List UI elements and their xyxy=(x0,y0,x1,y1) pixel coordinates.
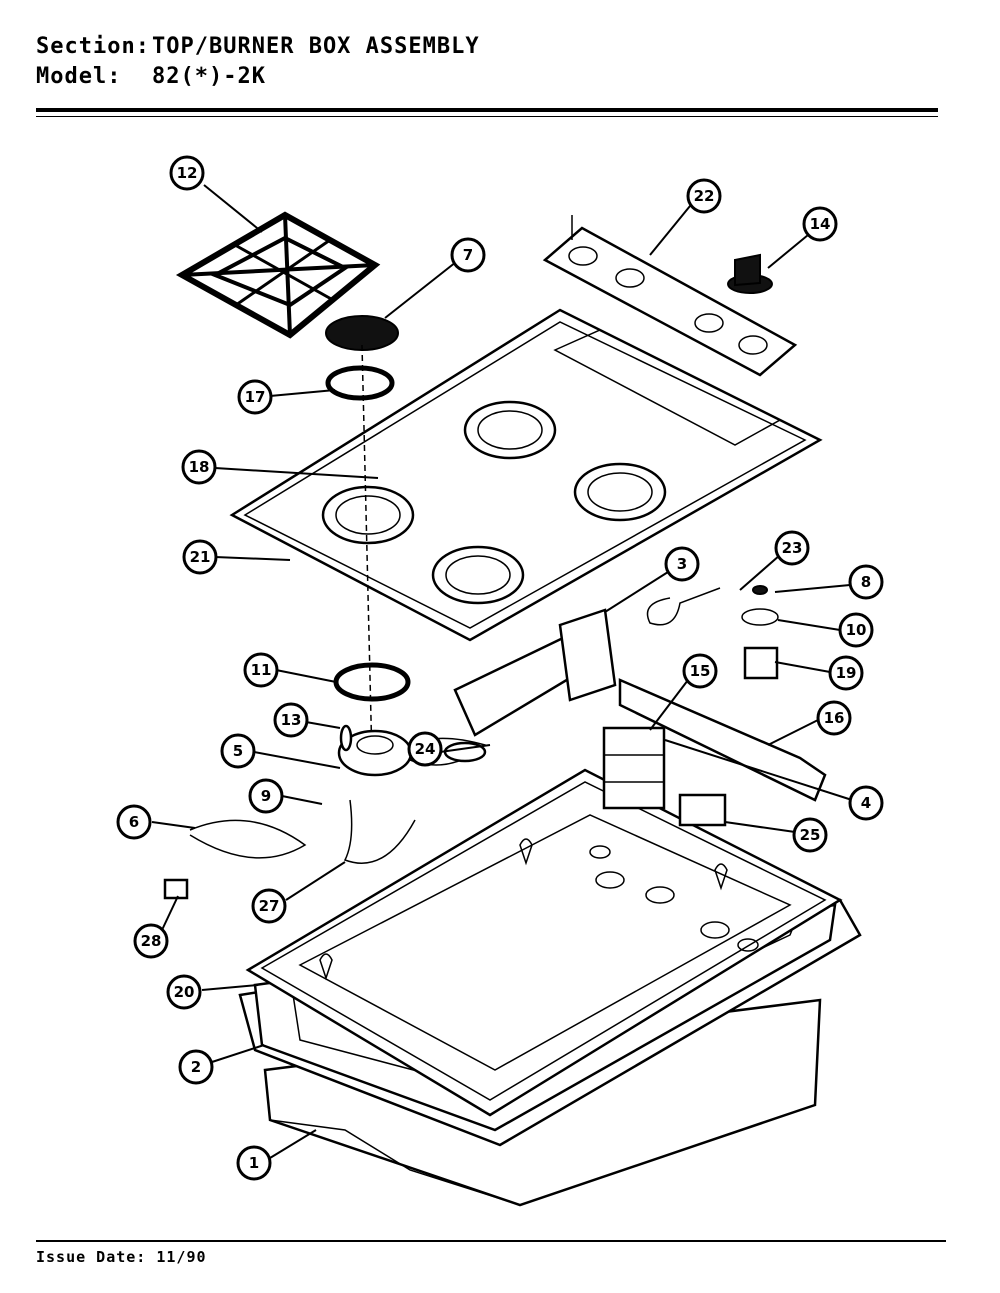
assembly-axis xyxy=(361,344,373,761)
issue-date-label: Issue Date: xyxy=(36,1248,147,1266)
svg-text:18: 18 xyxy=(189,458,210,476)
svg-text:5: 5 xyxy=(233,742,243,760)
callout-28: 28 xyxy=(133,923,169,959)
burner-gasket xyxy=(333,662,411,702)
svg-text:6: 6 xyxy=(129,813,139,831)
svg-text:13: 13 xyxy=(281,711,302,729)
page-footer: Issue Date: 11/90 xyxy=(36,1248,207,1266)
manifold-bracket xyxy=(453,608,827,802)
model-number: 82(*)-2K xyxy=(152,64,266,89)
cooktop xyxy=(229,308,823,642)
callout-10: 10 xyxy=(838,612,874,648)
callout-20: 20 xyxy=(166,974,202,1010)
footer-rule xyxy=(36,1240,946,1242)
svg-text:8: 8 xyxy=(861,573,871,591)
callout-21: 21 xyxy=(182,539,218,575)
svg-text:25: 25 xyxy=(800,826,821,844)
section-label: Section: xyxy=(36,34,150,59)
callout-9: 9 xyxy=(248,778,284,814)
callout-1: 1 xyxy=(236,1145,272,1181)
burner-ring xyxy=(325,365,395,401)
power-cord xyxy=(189,819,307,859)
burner-cap xyxy=(325,315,399,351)
callout-6: 6 xyxy=(116,804,152,840)
svg-text:20: 20 xyxy=(174,983,195,1001)
callout-11: 11 xyxy=(243,652,279,688)
model-label: Model: xyxy=(36,64,122,89)
svg-text:15: 15 xyxy=(690,662,711,680)
section-line: Section:TOP/BURNER BOX ASSEMBLY xyxy=(36,32,480,62)
callout-17: 17 xyxy=(237,379,273,415)
page-header: Section:TOP/BURNER BOX ASSEMBLY Model: 82… xyxy=(36,32,480,92)
svg-text:16: 16 xyxy=(824,709,845,727)
callout-15: 15 xyxy=(682,653,718,689)
model-line: Model: 82(*)-2K xyxy=(36,62,480,92)
callout-16: 16 xyxy=(816,700,852,736)
callout-14: 14 xyxy=(802,206,838,242)
callout-24: 24 xyxy=(407,731,443,767)
spark-module xyxy=(743,646,779,680)
burner-grate xyxy=(175,211,381,339)
harness-wire xyxy=(343,799,416,864)
callout-4: 4 xyxy=(848,785,884,821)
svg-text:11: 11 xyxy=(251,661,272,679)
svg-text:22: 22 xyxy=(694,187,715,205)
callout-19: 19 xyxy=(828,655,864,691)
callout-2: 2 xyxy=(178,1049,214,1085)
ignition-wire xyxy=(646,587,721,626)
svg-text:28: 28 xyxy=(141,932,162,950)
svg-text:7: 7 xyxy=(463,246,473,264)
svg-text:1: 1 xyxy=(249,1154,259,1172)
callout-27: 27 xyxy=(251,888,287,924)
svg-text:4: 4 xyxy=(861,794,871,812)
control-knob xyxy=(727,253,773,294)
svg-text:24: 24 xyxy=(415,740,436,758)
svg-text:2: 2 xyxy=(191,1058,201,1076)
callout-18: 18 xyxy=(181,449,217,485)
svg-text:9: 9 xyxy=(261,787,271,805)
svg-text:17: 17 xyxy=(245,388,266,406)
svg-text:23: 23 xyxy=(782,539,803,557)
svg-text:27: 27 xyxy=(259,897,280,915)
svg-text:21: 21 xyxy=(190,548,211,566)
nut xyxy=(752,585,768,595)
callout-13: 13 xyxy=(273,702,309,738)
valve-switch-block xyxy=(602,726,727,827)
control-panel xyxy=(542,215,798,377)
igniter xyxy=(339,724,353,752)
callout-12: 12 xyxy=(169,155,205,191)
svg-text:10: 10 xyxy=(846,621,867,639)
callout-8: 8 xyxy=(848,564,884,600)
header-rule-thick xyxy=(36,108,938,112)
issue-date-value: 11/90 xyxy=(156,1248,207,1266)
svg-text:14: 14 xyxy=(810,215,831,233)
washer xyxy=(741,608,779,626)
callout-7: 7 xyxy=(450,237,486,273)
callout-22: 22 xyxy=(686,178,722,214)
callout-25: 25 xyxy=(792,817,828,853)
header-rule-thin xyxy=(36,116,938,117)
callout-3: 3 xyxy=(664,546,700,582)
callout-5: 5 xyxy=(220,733,256,769)
svg-text:19: 19 xyxy=(836,664,857,682)
cord-connector xyxy=(163,878,189,900)
burner-box-upper xyxy=(245,768,843,1117)
callout-23: 23 xyxy=(774,530,810,566)
svg-text:12: 12 xyxy=(177,164,198,182)
section-title: TOP/BURNER BOX ASSEMBLY xyxy=(152,34,480,59)
svg-text:3: 3 xyxy=(677,555,687,573)
